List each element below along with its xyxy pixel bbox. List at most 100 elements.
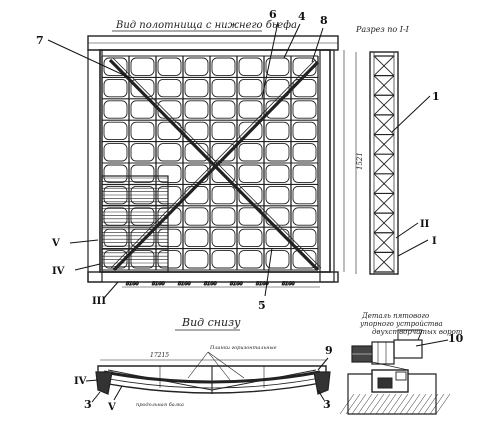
gate-cell	[157, 57, 182, 76]
gate-cell	[103, 164, 128, 183]
detail-upper-block	[371, 341, 395, 365]
callout-leader-7	[47, 39, 131, 79]
gate-cell	[157, 78, 182, 98]
gate-cell	[130, 78, 155, 98]
bottom-right-heel	[313, 371, 331, 395]
detail-masonry-hatch	[339, 393, 451, 415]
gate-cell	[157, 121, 182, 141]
gate-cell	[211, 228, 236, 248]
gate-cell	[103, 57, 128, 76]
gate-cell	[238, 143, 263, 162]
callout-1: 1	[432, 90, 440, 103]
gate-cell	[157, 228, 182, 248]
detail-title-3: двухстворчатых ворот	[372, 328, 463, 336]
bottom-span-dim: 5100	[204, 281, 218, 287]
callout-V-bottom: V	[107, 402, 116, 413]
gate-cell	[211, 78, 236, 98]
gate-cell	[157, 250, 182, 269]
callout-4: 4	[298, 10, 306, 23]
gate-cell	[211, 100, 236, 119]
section-outline	[369, 51, 399, 275]
gate-cell	[292, 207, 317, 226]
bottom-span-dim: 5100	[152, 281, 166, 287]
gate-cell	[265, 164, 290, 183]
gate-cell	[265, 57, 290, 76]
detail-cap	[397, 329, 423, 341]
section-title: Разрез по I-I	[355, 25, 410, 34]
bottom-span-dim: 5100	[230, 281, 244, 287]
gate-cell	[238, 100, 263, 119]
callout-II: II	[420, 219, 430, 230]
section-bracing	[373, 55, 395, 273]
gate-cell	[103, 228, 128, 248]
gate-cell	[292, 121, 317, 141]
bottom-view-title: Вид снизу	[181, 316, 241, 329]
gate-cell	[265, 185, 290, 205]
callout-IV-main: IV	[52, 266, 65, 277]
callout-3-right: 3	[323, 398, 331, 411]
section-height-dim: 1521	[356, 152, 364, 170]
gate-cell	[184, 57, 209, 76]
gate-cell	[211, 57, 236, 76]
gate-cell	[157, 143, 182, 162]
gate-cell	[184, 100, 209, 119]
bottom-overall-dim: 17215	[150, 352, 169, 359]
bottom-span-dim: 5100	[282, 281, 296, 287]
bottom-view: Вид снизу 17215 Планки горизонтальные пр…	[95, 316, 331, 408]
callout-7: 7	[36, 34, 44, 47]
gate-cell	[265, 121, 290, 141]
bottom-span-dim: 5100	[256, 281, 270, 287]
callout-10: 10	[448, 332, 464, 345]
gate-cell	[238, 121, 263, 141]
gate-cell	[184, 143, 209, 162]
gate-cell	[130, 143, 155, 162]
right-end-post	[319, 49, 335, 283]
left-planking-block	[101, 175, 169, 273]
gate-cell	[292, 100, 317, 119]
gate-cell	[238, 250, 263, 269]
downstream-view: Вид полотнища с нижнего бьефа 5100 5100 51…	[87, 20, 345, 288]
gate-cell	[103, 100, 128, 119]
diagonal-brace-1	[108, 58, 320, 272]
gate-cell	[130, 207, 155, 226]
callout-I: I	[432, 236, 437, 247]
callout-5: 5	[258, 299, 266, 312]
callout-6: 6	[269, 8, 277, 21]
gate-cell	[292, 228, 317, 248]
gate-cell	[211, 143, 236, 162]
callout-leader-6	[261, 21, 279, 99]
gate-cell	[130, 250, 155, 269]
diagonal-brace-2	[112, 60, 320, 272]
bottom-note-beam: продольная балка	[136, 401, 184, 408]
gate-cell	[130, 121, 155, 141]
callout-leader-5	[264, 247, 273, 297]
callout-IV-bottom: IV	[74, 376, 87, 387]
gate-cell	[265, 143, 290, 162]
gate-cell	[130, 164, 155, 183]
detail-callouts: 10	[415, 332, 464, 347]
gate-cell	[292, 143, 317, 162]
bottom-left-heel	[95, 371, 113, 395]
gate-cell	[238, 228, 263, 248]
gate-cell	[265, 78, 290, 98]
callout-3-left: 3	[84, 398, 92, 411]
gate-cell	[211, 121, 236, 141]
gate-cell	[265, 250, 290, 269]
callout-III: III	[92, 296, 106, 307]
gate-cell	[292, 250, 317, 269]
bottom-girder	[87, 271, 339, 283]
gate-cell	[292, 164, 317, 183]
callout-8: 8	[320, 14, 328, 27]
gate-cell	[292, 185, 317, 205]
callout-9: 9	[325, 344, 333, 357]
callout-leader-8	[311, 27, 324, 63]
gate-cell	[211, 207, 236, 226]
bottom-note-planks: Планки горизонтальные	[209, 345, 277, 351]
detail-view: Деталь пятового упорного устройства двух…	[339, 312, 463, 415]
detail-title-2: упорного устройства	[359, 320, 443, 328]
gate-cell	[238, 164, 263, 183]
downstream-view-title: Вид полотнища с нижнего бьефа	[115, 20, 297, 31]
detail-heel-block	[393, 339, 423, 359]
